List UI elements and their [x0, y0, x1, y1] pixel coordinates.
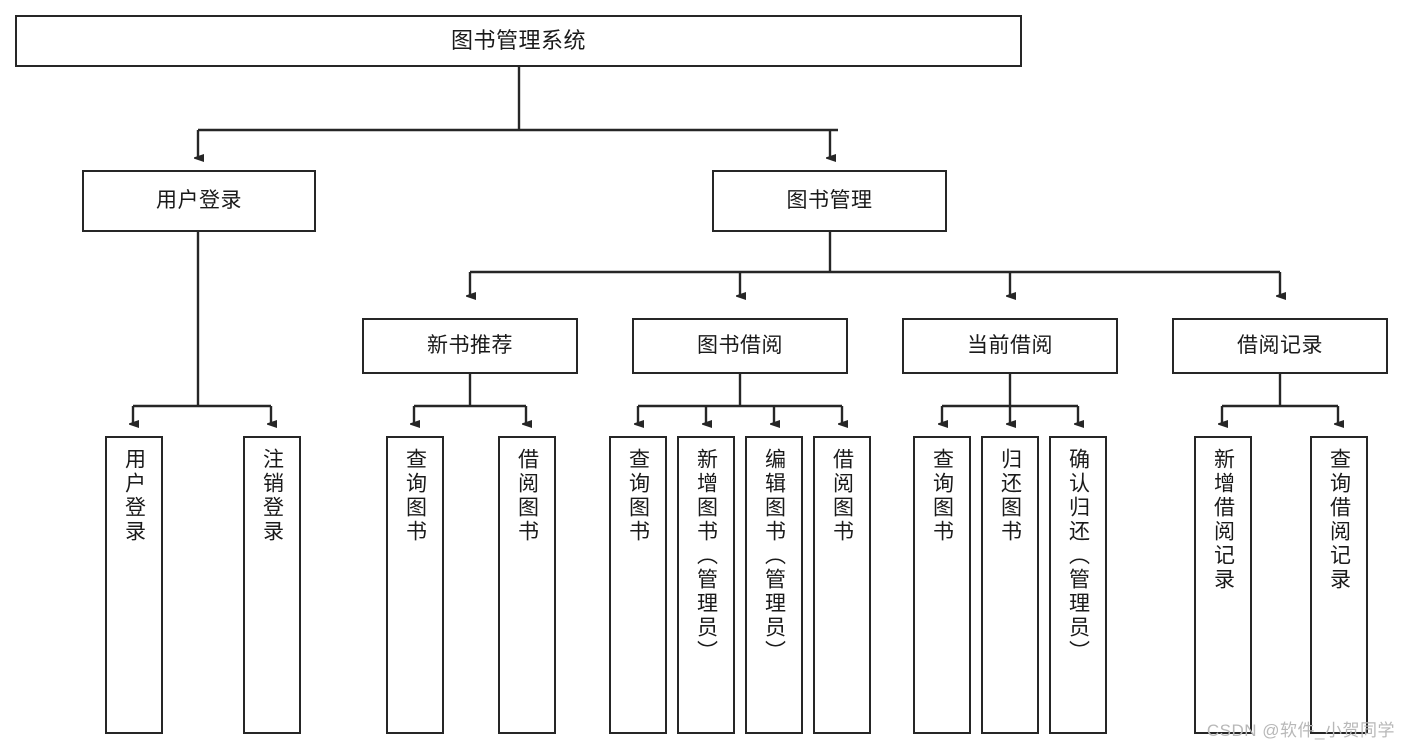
node-leaf-add-record[interactable]: 新增借阅记录: [1194, 436, 1252, 734]
node-current-borrow[interactable]: 当前借阅: [902, 318, 1118, 374]
node-leaf-return-book[interactable]: 归还图书: [981, 436, 1039, 734]
node-label: 查询图书: [626, 448, 650, 544]
watermark-text: CSDN @软件_小贺同学: [1206, 721, 1395, 740]
node-book-management[interactable]: 图书管理: [712, 170, 947, 232]
node-leaf-logout-login[interactable]: 注销登录: [243, 436, 301, 734]
node-label: 图书管理系统: [450, 27, 586, 53]
node-leaf-borrow-books-1[interactable]: 借阅图书: [498, 436, 556, 734]
node-label: 查询图书: [930, 448, 954, 544]
node-label: 注销登录: [260, 448, 284, 544]
node-leaf-edit-book[interactable]: 编辑图书（管理员）: [745, 436, 803, 734]
node-label: 图书借阅: [697, 334, 783, 358]
node-leaf-borrow-books-2[interactable]: 借阅图书: [813, 436, 871, 734]
node-label: 归还图书: [998, 448, 1022, 544]
node-leaf-query-books-3[interactable]: 查询图书: [913, 436, 971, 734]
node-label: 确认归还（管理员）: [1066, 448, 1090, 664]
node-leaf-user-login[interactable]: 用户登录: [105, 436, 163, 734]
node-leaf-confirm-return[interactable]: 确认归还（管理员）: [1049, 436, 1107, 734]
node-label: 借阅记录: [1237, 334, 1323, 358]
node-user-login[interactable]: 用户登录: [82, 170, 316, 232]
node-label: 用户登录: [156, 189, 242, 213]
node-label: 借阅图书: [830, 448, 854, 544]
node-label: 新增借阅记录: [1211, 448, 1235, 592]
node-root-system[interactable]: 图书管理系统: [15, 15, 1022, 67]
node-leaf-query-books-2[interactable]: 查询图书: [609, 436, 667, 734]
node-label: 查询图书: [403, 448, 427, 544]
node-borrow-record[interactable]: 借阅记录: [1172, 318, 1388, 374]
node-label: 当前借阅: [967, 334, 1053, 358]
node-leaf-query-books-1[interactable]: 查询图书: [386, 436, 444, 734]
node-label: 查询借阅记录: [1327, 448, 1351, 592]
node-label: 新增图书（管理员）: [694, 448, 718, 664]
node-label: 用户登录: [122, 448, 146, 544]
node-label: 借阅图书: [515, 448, 539, 544]
node-book-borrow[interactable]: 图书借阅: [632, 318, 848, 374]
node-label: 新书推荐: [427, 334, 513, 358]
node-leaf-query-record[interactable]: 查询借阅记录: [1310, 436, 1368, 734]
node-label: 编辑图书（管理员）: [762, 448, 786, 664]
node-leaf-add-book[interactable]: 新增图书（管理员）: [677, 436, 735, 734]
node-new-book-recommend[interactable]: 新书推荐: [362, 318, 578, 374]
node-label: 图书管理: [786, 189, 873, 213]
